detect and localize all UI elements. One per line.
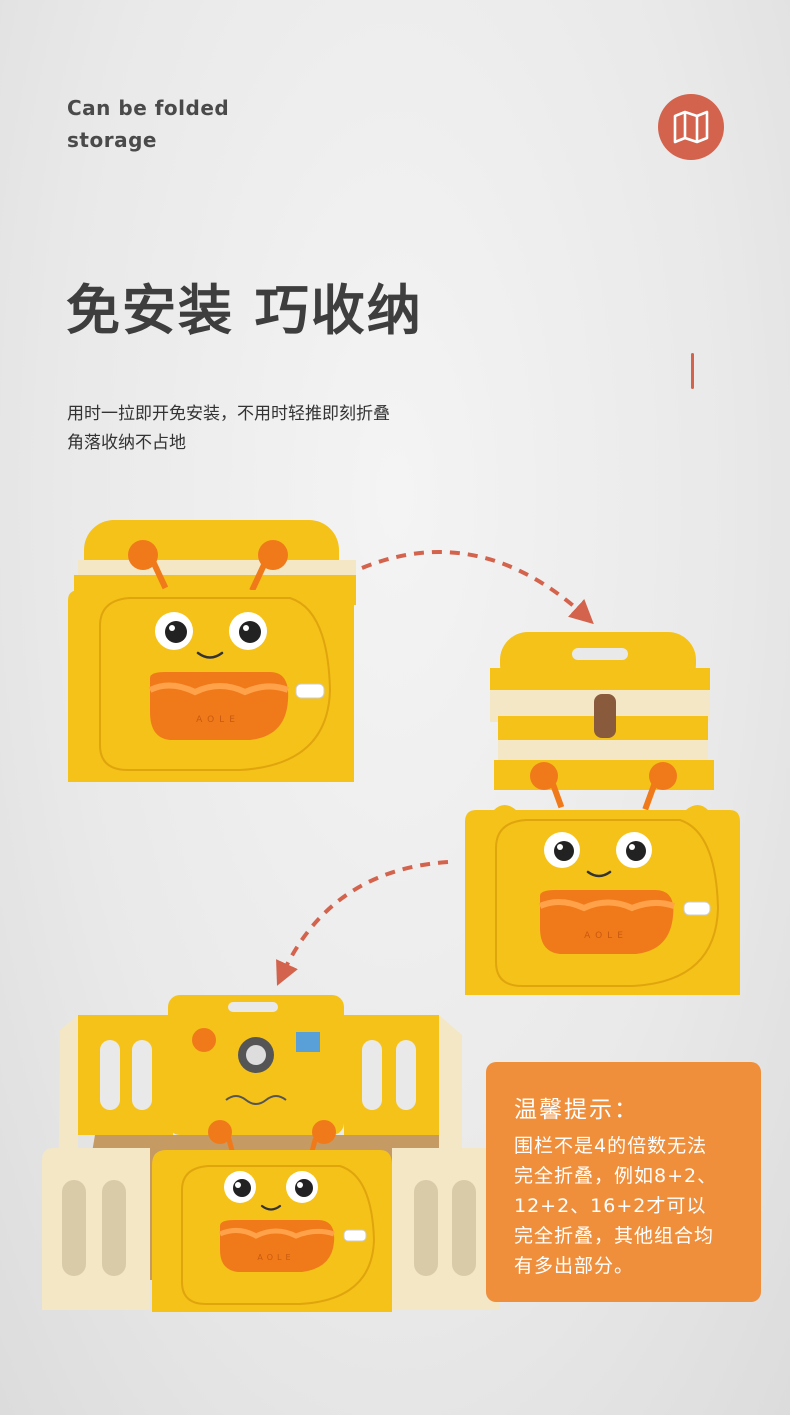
tip-card	[486, 1062, 761, 1302]
arrow-2	[276, 860, 449, 986]
panel-brand-text: AOLE	[196, 715, 240, 725]
accent-divider	[691, 353, 694, 389]
page-title: 免安装 巧收纳	[66, 279, 423, 342]
tip-body: 围栏不是4的倍数无法 完全折叠，例如8+2、 12+2、16+2才可以 完全折叠…	[514, 1135, 718, 1277]
badge	[658, 94, 724, 160]
panel-brand-text: AOLE	[584, 931, 628, 941]
arrow-1	[361, 550, 594, 625]
folded-playpen: AOLE	[68, 520, 356, 782]
folded-map-icon	[673, 110, 709, 144]
panel-brand-text: AOLE	[257, 1253, 294, 1262]
half-folded-playpen: AOLE	[465, 632, 740, 995]
description-text: 用时一拉即开免安装，不用时轻推即刻折叠 角落收纳不占地	[67, 404, 390, 453]
tip-title: 温馨提示：	[514, 1097, 639, 1123]
english-title: Can be folded storage	[67, 96, 230, 152]
open-playpen: AOLE	[42, 995, 500, 1312]
